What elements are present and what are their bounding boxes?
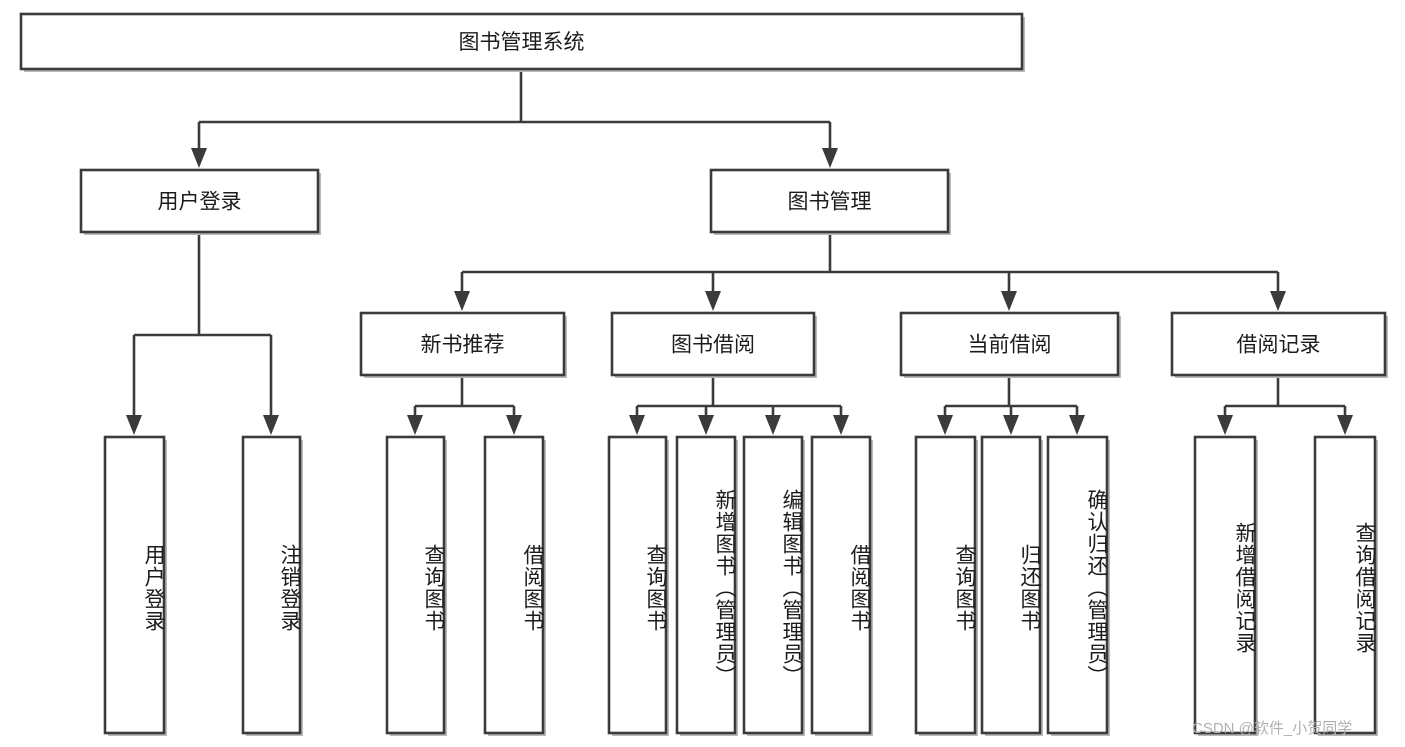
node-box-leaf-4[interactable]	[607, 435, 668, 735]
arrow-head-icon	[1001, 291, 1017, 311]
node-label: 借阅记录	[1237, 334, 1321, 357]
node-box-leaf-1[interactable]	[241, 435, 302, 735]
node-box-l3-1[interactable]	[610, 311, 816, 377]
connector-root-to-level2	[191, 69, 838, 168]
arrow-head-icon	[506, 415, 522, 435]
arrow-head-icon	[1217, 415, 1233, 435]
connector-book-mgmt-to-level3	[454, 232, 1286, 311]
arrow-head-icon	[1069, 415, 1085, 435]
node-label: 新书推荐	[421, 334, 505, 357]
connector-borrow-to-leaves	[629, 375, 849, 435]
arrow-head-icon	[833, 415, 849, 435]
arrow-head-icon	[263, 415, 279, 435]
node-box-leaf-7[interactable]	[810, 435, 872, 735]
node-label: 图书管理系统	[459, 31, 585, 54]
node-label: 图书管理	[788, 191, 872, 214]
node-label: 用户登录	[158, 191, 242, 214]
arrow-head-icon	[629, 415, 645, 435]
node-box-leaf-0[interactable]	[103, 435, 166, 735]
connector-new-book-to-leaves	[407, 375, 522, 435]
connector-current-borrow-to-leaves	[937, 375, 1085, 435]
csdn-watermark: CSDN @软件_小贺同学	[1192, 720, 1353, 737]
arrow-head-icon	[937, 415, 953, 435]
node-box-root-0[interactable]	[19, 12, 1024, 71]
arrow-head-icon	[454, 291, 470, 311]
boxes-layer	[19, 12, 1388, 736]
node-box-l2-1[interactable]	[709, 168, 950, 234]
node-label: 图书借阅	[671, 334, 755, 357]
arrow-head-icon	[1003, 415, 1019, 435]
connectors-layer	[126, 69, 1353, 435]
arrow-head-icon	[705, 291, 721, 311]
node-box-leaf-11[interactable]	[1193, 435, 1257, 735]
node-box-l2-0[interactable]	[79, 168, 320, 234]
arrow-head-icon	[1337, 415, 1353, 435]
node-box-leaf-10[interactable]	[1046, 435, 1109, 735]
node-box-leaf-2[interactable]	[385, 435, 446, 735]
node-box-leaf-12[interactable]	[1313, 435, 1377, 735]
node-box-leaf-3[interactable]	[483, 435, 545, 735]
arrow-head-icon	[822, 148, 838, 168]
node-box-l3-2[interactable]	[899, 311, 1120, 377]
node-label: 当前借阅	[968, 334, 1052, 357]
node-box-leaf-8[interactable]	[914, 435, 977, 735]
arrow-head-icon	[191, 148, 207, 168]
arrow-head-icon	[126, 415, 142, 435]
arrow-head-icon	[698, 415, 714, 435]
arrow-head-icon	[1270, 291, 1286, 311]
node-box-l3-3[interactable]	[1170, 311, 1387, 377]
node-box-leaf-5[interactable]	[675, 435, 737, 735]
connector-user-login-to-leaves	[126, 232, 279, 435]
arrow-head-icon	[765, 415, 781, 435]
connector-records-to-leaves	[1217, 375, 1353, 435]
arrow-head-icon	[407, 415, 423, 435]
node-box-leaf-9[interactable]	[980, 435, 1042, 735]
node-box-l3-0[interactable]	[359, 311, 566, 377]
node-box-leaf-6[interactable]	[742, 435, 804, 735]
